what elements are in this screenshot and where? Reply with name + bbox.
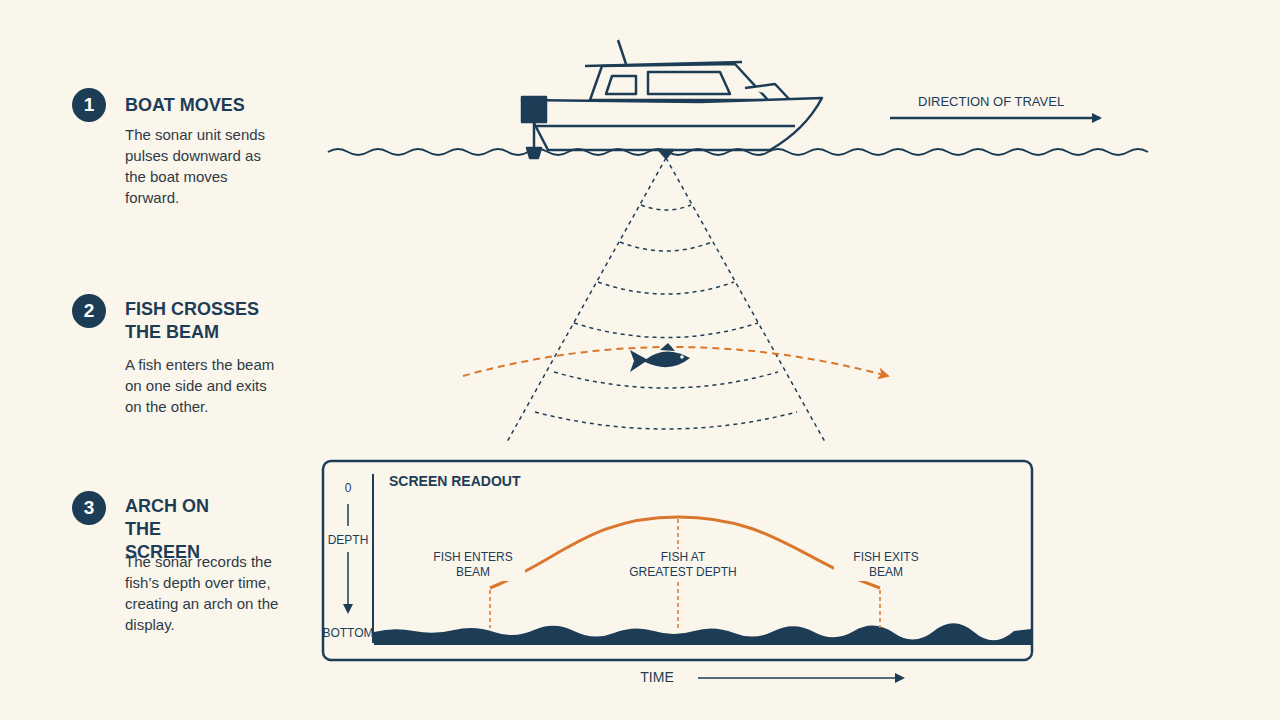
- callout-number: 1: [84, 94, 95, 116]
- step-number: 1: [72, 88, 106, 122]
- screen-title: SCREEN READOUT: [389, 473, 520, 489]
- step-number: 3: [72, 491, 106, 525]
- point-label: FISH EXITS BEAM: [834, 549, 938, 581]
- callout-number: 2: [84, 300, 95, 322]
- boat: [522, 40, 822, 158]
- axis-label: DEPTH: [328, 533, 369, 547]
- step-heading: BOAT MOVES: [125, 94, 295, 117]
- drop-lines: [490, 519, 880, 630]
- bottom-fill: [374, 623, 1031, 645]
- step-number: 2: [72, 294, 106, 328]
- point-label: FISH AT GREATEST DEPTH: [626, 549, 740, 581]
- direction-arrow: [890, 117, 1100, 120]
- step-text: The sonar records the fish’s depth over …: [125, 551, 290, 635]
- fish-path: [463, 347, 888, 376]
- depth-arrow: [347, 552, 349, 612]
- fish-arch: [490, 517, 880, 588]
- step-heading: FISH CROSSES THE BEAM: [125, 298, 275, 344]
- depth-arrow: [347, 504, 349, 526]
- step-text: The sonar unit sends pulses downward as …: [125, 124, 285, 208]
- depth-axis: [372, 474, 374, 643]
- direction-label: DIRECTION OF TRAVEL: [918, 95, 1064, 109]
- time-arrow: [698, 677, 903, 679]
- water-line: [328, 149, 1148, 155]
- sonar-beam: [507, 158, 825, 442]
- point-label: FISH ENTERS BEAM: [421, 549, 525, 581]
- step-text: A fish enters the beam on one side and e…: [125, 354, 285, 417]
- axis-label: BOTTOM: [322, 626, 373, 640]
- callout-number: 3: [84, 497, 95, 519]
- axis-label: TIME: [640, 670, 673, 684]
- fish: [630, 343, 690, 372]
- screen-frame: [323, 461, 1032, 660]
- axis-label: 0: [345, 481, 352, 495]
